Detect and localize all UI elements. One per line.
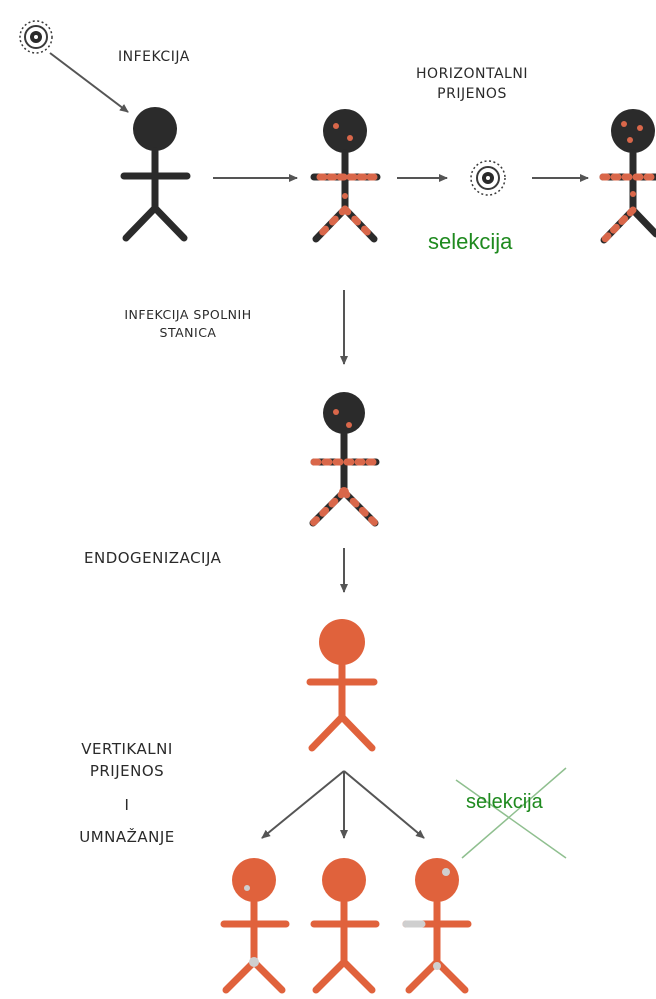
label-stanica: STANICA — [159, 325, 217, 340]
infected-host-with-virus-figure — [310, 109, 381, 243]
endogenized-host-figure — [306, 619, 378, 752]
label-infekcija: INFEKCIJA — [118, 49, 190, 65]
label-horizontal-transfer: HORIZONTALNI PRIJENOS — [390, 64, 554, 104]
label-prijenos-2: PRIJENOS — [89, 762, 165, 780]
arrow-vertical-left — [261, 770, 345, 839]
offspring-figure-left — [220, 858, 290, 994]
label-germline-infection: INFEKCIJA SPOLNIH STANICA — [86, 306, 290, 342]
label-i: I — [124, 796, 130, 814]
horizontally-infected-host-figure — [599, 109, 656, 244]
germline-infected-host-figure — [309, 392, 380, 527]
infected-host-figure — [120, 107, 191, 242]
virus-particle-icon — [470, 160, 506, 196]
offspring-figure-right — [402, 858, 472, 994]
label-umnazanje: UMNAŽANJE — [79, 828, 175, 846]
label-vertikalni: VERTIKALNI — [81, 740, 173, 758]
label-horizontalni: HORIZONTALNI — [416, 66, 528, 82]
crossed-out-selection-mark — [455, 767, 567, 859]
label-vertical-transfer: VERTIKALNI PRIJENOS I UMNAŽANJE — [52, 738, 202, 848]
label-selekcija-crossed: selekcija — [466, 791, 543, 813]
infection-arrow — [49, 52, 129, 113]
label-infekcija-spolnih: INFEKCIJA SPOLNIH — [124, 307, 252, 322]
label-prijenos: PRIJENOS — [437, 86, 507, 102]
offspring-figure-middle — [310, 858, 380, 994]
label-selekcija: selekcija — [428, 229, 513, 254]
label-endogenizacija: ENDOGENIZACIJA — [84, 549, 222, 567]
arrow-vertical-right — [343, 770, 425, 839]
virus-particle-icon — [19, 20, 53, 54]
